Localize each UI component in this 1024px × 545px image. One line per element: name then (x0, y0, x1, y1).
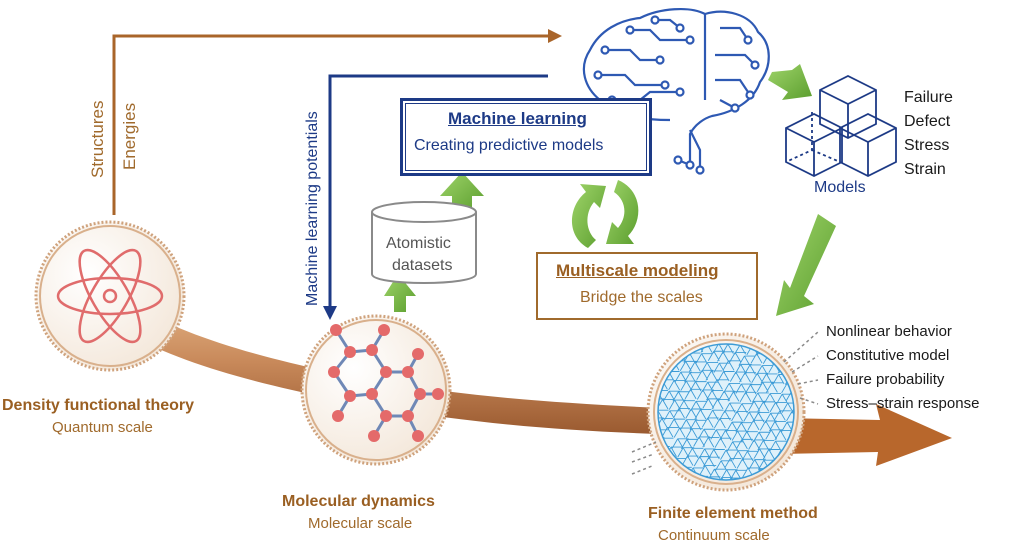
brain-to-models-arrow (768, 64, 812, 100)
datasets-to-ml-arrow (440, 172, 484, 212)
scale-band (100, 290, 952, 466)
multiscale-subtitle: Bridge the scales (580, 289, 703, 306)
fem-title: Finite element method (648, 505, 818, 522)
fem-circle (646, 332, 806, 492)
cycle-arrow-right (606, 180, 639, 244)
machine-learning-title: Machine learning (448, 109, 587, 128)
dft-subtitle: Quantum scale (52, 419, 153, 436)
multiscale-box (536, 252, 758, 320)
fem-property-constitutive: Constitutive model (826, 347, 950, 364)
md-to-datasets-arrow (384, 274, 416, 312)
fem-property-stress-strain: Stress–strain response (826, 395, 980, 412)
datasets-label-line2: datasets (392, 257, 453, 274)
fem-property-failure: Failure probability (826, 371, 945, 388)
model-output-failure: Failure (904, 89, 953, 106)
model-output-strain: Strain (904, 161, 946, 178)
database-icon (371, 201, 477, 284)
datasets-label-line1: Atomistic (386, 235, 451, 252)
models-cubes-icon (785, 74, 897, 178)
structures-energies-arrow (112, 29, 562, 215)
dft-circle (34, 220, 186, 372)
md-circle (300, 314, 452, 466)
molecule-icon (328, 324, 444, 442)
ml-potentials-arrow (323, 74, 548, 320)
machine-learning-subtitle: Creating predictive models (414, 137, 604, 154)
models-to-fem-arrow (776, 214, 836, 316)
md-title: Molecular dynamics (282, 493, 435, 510)
fem-property-nonlinear: Nonlinear behavior (826, 323, 952, 340)
models-label: Models (814, 179, 866, 196)
atom-icon (56, 248, 164, 344)
scale-band-arrowhead (780, 404, 952, 466)
machine-learning-box (400, 98, 652, 176)
structures-label: Structures (88, 100, 107, 178)
multiscale-title: Multiscale modeling (556, 261, 719, 280)
model-output-stress: Stress (904, 137, 950, 154)
model-output-defect: Defect (904, 113, 951, 130)
cycle-arrow-left (572, 184, 606, 248)
fem-subtitle: Continuum scale (658, 527, 770, 544)
md-subtitle: Molecular scale (308, 515, 413, 532)
fem-leader-lines (631, 331, 819, 475)
energies-label: Energies (120, 102, 139, 170)
dft-title: Density functional theory (2, 397, 195, 414)
ml-potentials-label: Machine learning potentials (304, 111, 321, 306)
green-arrows (384, 64, 836, 316)
